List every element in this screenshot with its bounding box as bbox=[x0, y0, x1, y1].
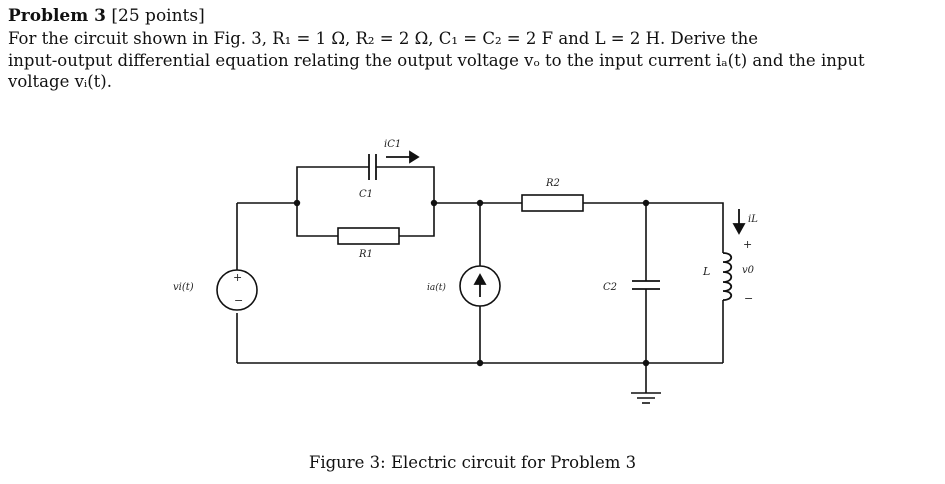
ic1-arrow-head bbox=[409, 150, 420, 164]
figure-caption: Figure 3: Electric circuit for Problem 3 bbox=[308, 453, 637, 472]
vi-minus-sign: − bbox=[234, 294, 243, 307]
voltage-source-vi bbox=[216, 269, 258, 311]
vo-plus-sign: + bbox=[743, 238, 752, 251]
junction-dot bbox=[642, 359, 650, 367]
label-ia: ia(t) bbox=[427, 282, 446, 293]
wire-r1-branch bbox=[296, 203, 435, 237]
label-r1: R1 bbox=[358, 249, 373, 260]
r2-resistor bbox=[521, 194, 584, 212]
vi-plus-sign: + bbox=[233, 271, 242, 284]
label-c1: C1 bbox=[359, 189, 373, 200]
label-r2: R2 bbox=[545, 178, 560, 189]
statement-line: For the circuit shown in Fig. 3, R₁ = 1 … bbox=[8, 29, 758, 48]
inductor-coil bbox=[722, 252, 733, 301]
junction-dot bbox=[642, 199, 650, 207]
problem-heading: Problem 3 [25 points] bbox=[8, 4, 938, 28]
label-il: iL bbox=[748, 214, 758, 225]
problem-statement: For the circuit shown in Fig. 3, R₁ = 1 … bbox=[8, 28, 938, 93]
statement-line: input-output differential equation relat… bbox=[8, 50, 865, 70]
problem-points: [25 points] bbox=[111, 6, 205, 26]
label-vi: vi(t) bbox=[173, 282, 194, 293]
label-vo: v0 bbox=[742, 265, 755, 276]
label-ic1: iC1 bbox=[384, 139, 401, 150]
vo-minus-sign: − bbox=[744, 292, 753, 305]
wire-c1-branch bbox=[296, 166, 435, 203]
ia-arrow-head bbox=[473, 273, 487, 285]
problem-title: Problem 3 bbox=[8, 6, 106, 26]
label-c2: C2 bbox=[603, 282, 617, 293]
statement-line: voltage vᵢ(t). bbox=[8, 72, 112, 91]
junction-dot bbox=[476, 359, 484, 367]
junction-dot bbox=[430, 199, 438, 207]
label-l: L bbox=[702, 265, 710, 278]
r1-resistor bbox=[337, 227, 400, 245]
junction-dot bbox=[476, 199, 484, 207]
junction-dot bbox=[293, 199, 301, 207]
problem-block: Problem 3 [25 points] For the circuit sh… bbox=[8, 4, 938, 93]
il-arrow-head bbox=[732, 223, 746, 235]
